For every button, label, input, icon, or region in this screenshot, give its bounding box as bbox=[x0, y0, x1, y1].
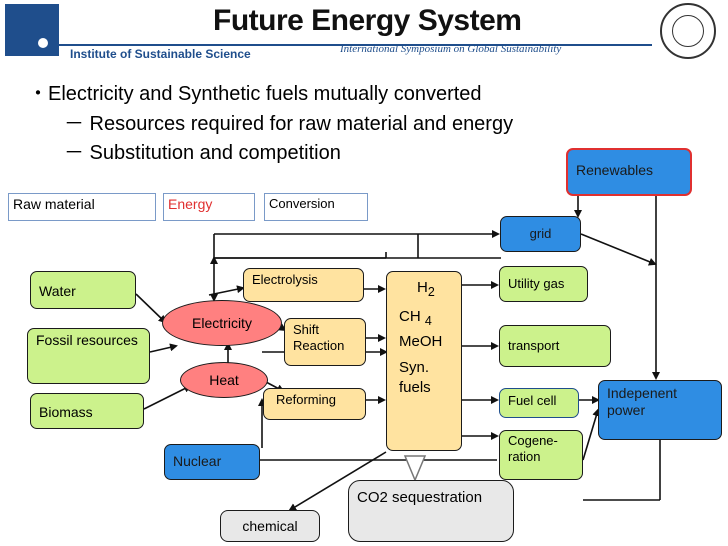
node-renewables: Renewables bbox=[566, 148, 692, 196]
node-independent-power: Indepenent power bbox=[598, 380, 722, 440]
fuel-ch4-subscript: 4 bbox=[424, 313, 432, 328]
logo-dot-icon bbox=[38, 38, 48, 48]
node-renewables-label: Renewables bbox=[576, 162, 654, 178]
node-fossil-resources: Fossil resources bbox=[27, 328, 150, 384]
university-seal-icon bbox=[660, 3, 716, 59]
node-utility-gas: Utility gas bbox=[499, 266, 588, 302]
node-water-label: Water bbox=[39, 283, 76, 299]
node-co2-label: CO2 sequestration bbox=[357, 489, 483, 506]
node-shift-reaction-label: Shift Reaction bbox=[293, 322, 345, 353]
header-divider bbox=[52, 44, 652, 46]
node-grid-label: grid bbox=[529, 226, 552, 241]
fuel-h2-subscript: 2 bbox=[427, 285, 435, 299]
node-heat-label: Heat bbox=[209, 372, 239, 388]
fuel-h2-label: H bbox=[417, 279, 428, 296]
node-heat: Heat bbox=[180, 362, 268, 398]
fuel-meoh: MeOH bbox=[399, 332, 443, 350]
legend-raw-material: Raw material bbox=[8, 193, 156, 221]
fuel-ch4: CH 4 bbox=[399, 307, 461, 330]
node-shift-reaction: Shift Reaction bbox=[284, 318, 366, 366]
node-co2-sequestration: CO2 sequestration bbox=[348, 480, 514, 542]
university-seal-inner-icon bbox=[672, 15, 704, 47]
institute-name: Institute of Sustainable Science bbox=[70, 47, 251, 61]
node-electrolysis-label: Electrolysis bbox=[252, 272, 318, 287]
node-fuel-cell: Fuel cell bbox=[499, 388, 579, 418]
node-nuclear-label: Nuclear bbox=[173, 453, 222, 469]
node-nuclear: Nuclear bbox=[164, 444, 260, 480]
node-water: Water bbox=[30, 271, 136, 309]
page-title: Future Energy System bbox=[213, 4, 522, 37]
node-fossil-label: Fossil resources bbox=[36, 332, 138, 348]
node-reforming-label: Reforming bbox=[276, 392, 336, 407]
fuel-ch4-label: CH bbox=[399, 307, 421, 325]
node-electricity: Electricity bbox=[162, 300, 282, 346]
node-transport-label: transport bbox=[508, 338, 560, 353]
legend-conversion: Conversion bbox=[264, 193, 368, 221]
legend-energy: Energy bbox=[163, 193, 255, 221]
node-biomass: Biomass bbox=[30, 393, 144, 429]
node-independent-power-label: Indepenent power bbox=[607, 385, 678, 418]
fuel-syn: Syn. bbox=[399, 359, 430, 376]
node-chemical-label: chemical bbox=[242, 518, 298, 534]
institute-logo bbox=[5, 4, 59, 56]
bullet-main: ・Electricity and Synthetic fuels mutuall… bbox=[28, 83, 482, 105]
node-electrolysis: Electrolysis bbox=[243, 268, 364, 302]
legend-raw-material-label: Raw material bbox=[13, 196, 95, 212]
node-reforming: Reforming bbox=[263, 388, 366, 420]
fuel-fuels: fuels bbox=[399, 379, 431, 397]
node-synthetic-fuels: H2 CH 4 MeOH Syn. fuels bbox=[386, 271, 462, 451]
node-transport: transport bbox=[499, 325, 611, 367]
legend-energy-label: Energy bbox=[168, 196, 213, 212]
node-cogeneration-label: Cogene-ration bbox=[508, 433, 558, 464]
node-biomass-label: Biomass bbox=[39, 404, 93, 420]
bullet-sub-2: － Substitution and competition bbox=[64, 142, 341, 164]
node-grid: grid bbox=[500, 216, 581, 252]
fuel-h2: H2 bbox=[399, 278, 461, 301]
symposium-name: International Symposium on Global Sustai… bbox=[340, 43, 562, 55]
node-utility-gas-label: Utility gas bbox=[508, 276, 565, 291]
node-cogeneration: Cogene-ration bbox=[499, 430, 583, 480]
legend-conversion-label: Conversion bbox=[269, 196, 335, 211]
node-chemical: chemical bbox=[220, 510, 320, 542]
node-electricity-label: Electricity bbox=[192, 315, 252, 331]
node-fuel-cell-label: Fuel cell bbox=[508, 393, 557, 408]
bullet-sub-1: － Resources required for raw material an… bbox=[64, 113, 514, 135]
